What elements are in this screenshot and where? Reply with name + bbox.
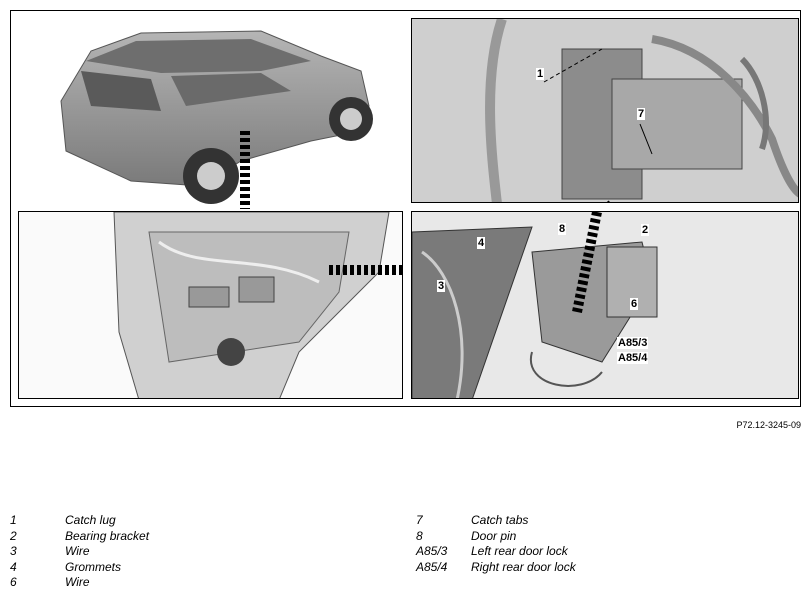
vehicle-overview-image (11, 11, 406, 209)
legend-text: Catch tabs (471, 513, 529, 527)
illustration-frame: 1 7 8 2 4 3 6 A85/3 A85/4 (10, 10, 801, 407)
legend-text: Grommets (65, 559, 122, 574)
door-lock-detail-image (411, 211, 799, 399)
legend-key: 1 (10, 513, 17, 527)
legend-row: 7 Catch tabs (416, 513, 576, 529)
door-inner-panel-image (18, 211, 403, 399)
callout-2: 2 (641, 224, 650, 236)
legend-key: 8 (416, 528, 423, 543)
legend-key: A85/4 (416, 559, 448, 574)
legend-text: Bearing bracket (65, 528, 150, 543)
legend-text: Wire (65, 544, 90, 558)
document-id: P72.12-3245-09 (736, 420, 801, 430)
legend-row: 8 Door pin (416, 529, 576, 545)
legend-text: Right rear door lock (471, 559, 576, 574)
legend-row: 4 Grommets (10, 560, 149, 576)
legend-key: 4 (10, 559, 17, 574)
callout-7: 7 (637, 108, 646, 120)
legend-key: 3 (10, 544, 17, 558)
legend-key: 2 (10, 528, 17, 543)
callout-1: 1 (536, 68, 545, 80)
legend-key: 7 (416, 513, 423, 527)
legend-text: Door pin (471, 528, 517, 543)
legend-right: 7 Catch tabs 8 Door pin A85/3 Left rear doo… (416, 513, 576, 575)
lock-detail-image (411, 18, 799, 203)
legend-row: 2 Bearing bracket (10, 529, 149, 545)
callout-a85-3: A85/3 (617, 337, 649, 349)
callout-6: 6 (630, 298, 639, 310)
legend-key: 6 (10, 575, 17, 589)
legend-row: A85/4 Right rear door lock (416, 560, 576, 576)
legend-text: Catch lug (65, 513, 116, 527)
callout-4: 4 (477, 237, 486, 249)
legend-text: Wire (65, 575, 90, 589)
legend-key: A85/3 (416, 544, 448, 558)
callout-a85-4: A85/4 (617, 352, 649, 364)
callout-8: 8 (558, 223, 567, 235)
legend-row: A85/3 Left rear door lock (416, 544, 576, 560)
legend-row: 3 Wire (10, 544, 149, 560)
legend-row: 1 Catch lug (10, 513, 149, 529)
legend-text: Left rear door lock (471, 544, 568, 558)
legend-row: 6 Wire (10, 575, 149, 591)
callout-3: 3 (437, 280, 446, 292)
